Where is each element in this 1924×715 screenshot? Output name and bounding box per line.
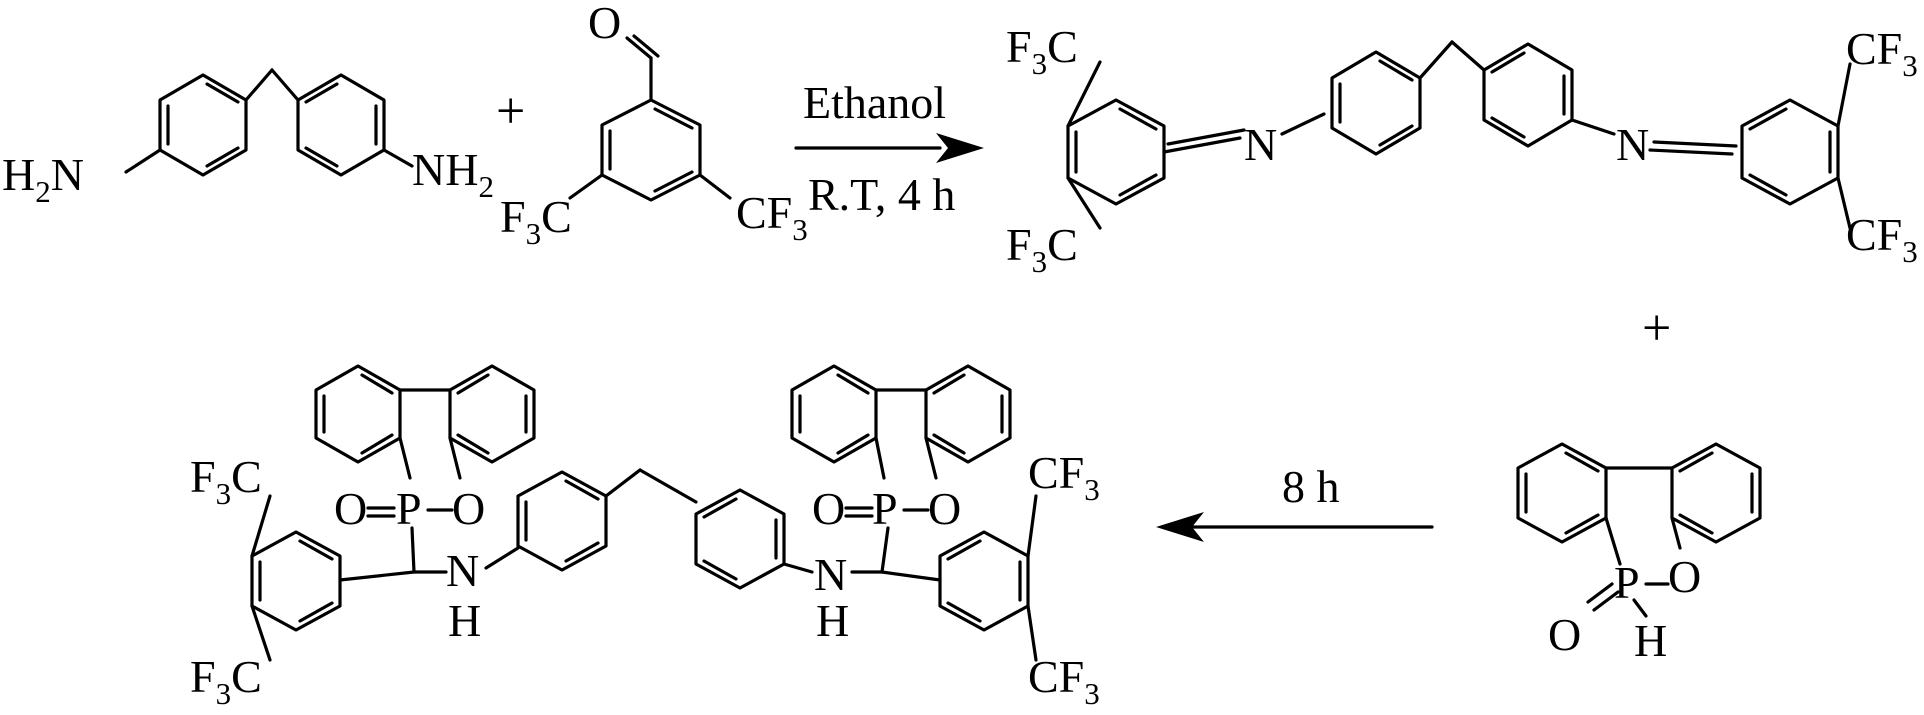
product-oxo-oxygen-right: O — [812, 483, 845, 534]
ring-right — [296, 73, 386, 177]
reaction-arrow-2 — [1156, 512, 1434, 542]
schiff-imine-n-left: N — [1244, 119, 1277, 170]
product-cf3-top-left: F3C — [190, 451, 262, 511]
dopo-hydrogen: H — [1634, 615, 1667, 666]
aldehyde-cf3-left: F3C — [500, 191, 572, 251]
amine-left-label: H2N — [2, 149, 84, 209]
amine-right-label: NH2 — [412, 144, 494, 204]
aldehyde-cf3-right: CF3 — [736, 187, 808, 247]
product-nh-right-h: H — [816, 595, 849, 646]
aldehyde-oxygen: O — [588, 0, 621, 48]
aldehyde-molecule: O F3C CF3 — [500, 0, 808, 251]
product-nh-left-n: N — [446, 545, 479, 596]
reagent-solvent: Ethanol — [803, 77, 946, 128]
product-phosphorus-right: P — [872, 483, 898, 534]
dopo-ring-oxygen: O — [1668, 551, 1701, 602]
plus-sign-1: + — [496, 83, 525, 140]
product-nh-left-h: H — [448, 595, 481, 646]
dopo-molecule: P O O H — [1516, 442, 1762, 666]
product-cf3-bottom-left: F3C — [190, 651, 262, 711]
product-ring-oxygen-right: O — [928, 483, 961, 534]
schiff-cf3-bottom-left: F3C — [1006, 219, 1078, 279]
product-cf3-top-right: CF3 — [1028, 447, 1100, 507]
schiff-cf3-bottom-right: CF3 — [1846, 209, 1918, 269]
methylene-bridge — [244, 68, 300, 102]
product-ring-oxygen-left: O — [452, 483, 485, 534]
reaction-time: 8 h — [1282, 461, 1340, 512]
schiff-imine-n-right: N — [1616, 119, 1649, 170]
final-product-molecule: O P O F3C F3C N H N H — [190, 364, 1100, 711]
product-nh-right-n: N — [814, 549, 847, 600]
reaction-conditions: R.T, 4 h — [808, 169, 955, 220]
schiff-cf3-top-right: CF3 — [1846, 23, 1918, 83]
schiff-base-molecule: F3C F3C N N CF3 CF3 — [1006, 21, 1918, 279]
ring-left — [158, 73, 248, 177]
diamine-molecule: H2N NH2 — [2, 68, 494, 209]
product-cf3-bottom-right: CF3 — [1028, 651, 1100, 711]
product-oxo-oxygen-left: O — [334, 483, 367, 534]
schiff-cf3-top-left: F3C — [1006, 21, 1078, 81]
dopo-oxo-oxygen: O — [1548, 609, 1581, 660]
plus-sign-2: + — [1642, 300, 1671, 357]
product-phosphorus-left: P — [396, 483, 422, 534]
reaction-arrow-1 — [794, 133, 984, 163]
